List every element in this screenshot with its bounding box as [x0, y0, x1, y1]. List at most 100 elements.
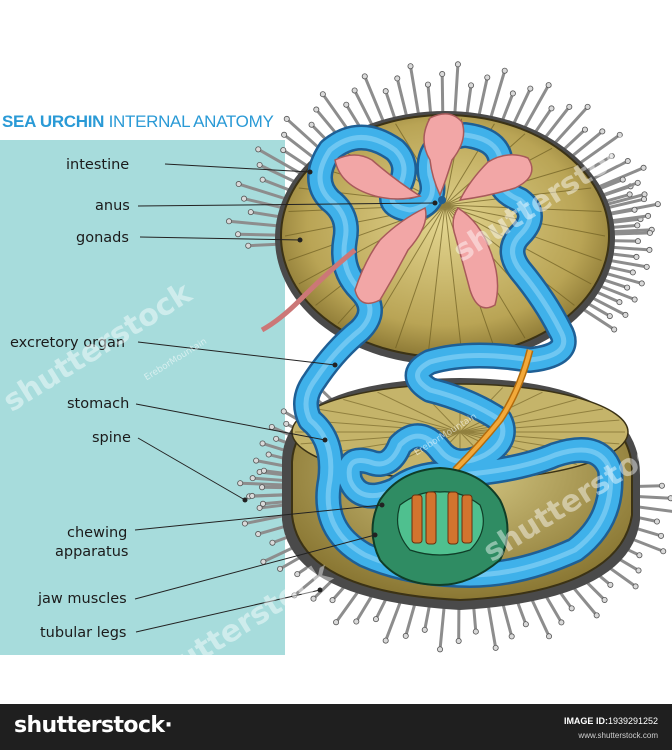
diagram-stage: SEA URCHIN INTERNAL ANATOMY intestine an… [0, 61, 672, 655]
spine-tip [607, 581, 614, 588]
spine-tip [468, 82, 475, 89]
spine-tip [641, 191, 648, 198]
spine-tip [634, 179, 641, 186]
spine-tip [226, 218, 233, 225]
spine-tip [256, 161, 263, 168]
spine-tip [361, 73, 368, 80]
spine-tip [260, 558, 267, 565]
label-gonads: gonads [76, 230, 129, 246]
spine-tip [522, 621, 529, 628]
spine-tip [280, 408, 287, 415]
spine-tip [343, 101, 350, 108]
spine-tip [259, 176, 266, 183]
spine-tip [329, 597, 336, 604]
footer-site[interactable]: www.shutterstock.com [578, 731, 658, 740]
spine-tip [241, 195, 248, 202]
label-tubular-legs: tubular legs [40, 625, 127, 641]
image-id: IMAGE ID:1939291252 [564, 715, 658, 727]
brand-text: shutterstock [14, 713, 165, 738]
image-id-value: 1939291252 [607, 716, 658, 726]
spine-tip [454, 61, 461, 68]
spine-tip [616, 131, 623, 138]
spine-tip [484, 74, 491, 81]
spine-tip [492, 644, 499, 651]
spine-tip [260, 467, 267, 474]
spine-tip [235, 231, 242, 238]
spine-tip [611, 326, 618, 333]
spine-tip [235, 181, 242, 188]
spine-tip [645, 212, 652, 219]
title-bold: SEA URCHIN [2, 112, 105, 131]
spine-tip [546, 633, 553, 640]
spine-tip [256, 504, 263, 511]
spine-tip [667, 495, 672, 502]
spine-tip [308, 121, 315, 128]
spine-tip [281, 131, 288, 138]
spine-tip [632, 583, 639, 590]
spine-tip [616, 299, 623, 306]
spine-tip [351, 87, 358, 94]
spine-tip [259, 440, 266, 447]
spine-tip [247, 209, 254, 216]
spine-tip [599, 128, 606, 135]
label-anus: anus [95, 198, 130, 214]
spine-tip [245, 242, 252, 249]
spine-tip [333, 619, 340, 626]
spine-tip [310, 595, 317, 602]
spine-tip [638, 280, 645, 287]
spine-tip [472, 628, 479, 635]
spine-tip [601, 596, 608, 603]
spine-tip [394, 75, 401, 82]
spine-tip [402, 632, 409, 639]
anus-mark [438, 196, 446, 204]
title-rest: INTERNAL ANATOMY [104, 112, 274, 131]
spine-tip [548, 105, 555, 112]
label-intestine: intestine [66, 157, 130, 173]
spine-tip [501, 67, 508, 74]
spine-tip [631, 296, 638, 303]
spine-tip [624, 284, 631, 291]
footer-brand[interactable]: shutterstock· [14, 713, 173, 738]
spine-tip [313, 106, 320, 113]
spine-tip [353, 618, 360, 625]
spine-tip [382, 637, 389, 644]
spine-tip [237, 480, 244, 487]
spine-tip [646, 246, 653, 253]
spine-tip [283, 420, 290, 427]
spine-tip [640, 164, 647, 171]
spine-tip [584, 103, 591, 110]
spine-tip [273, 435, 280, 442]
spine-tip [382, 88, 389, 95]
image-id-label: IMAGE ID: [563, 716, 608, 726]
label-apparatus: apparatus [55, 544, 129, 560]
spine-tip [646, 229, 653, 236]
spine-tip [643, 263, 650, 270]
label-excretory-organ: excretory organ [10, 335, 126, 351]
spine-tip [253, 457, 260, 464]
spine-tip [622, 311, 629, 318]
spine-tip [636, 552, 643, 559]
spine-tip [255, 146, 262, 153]
label-jaw-muscles: jaw muscles [38, 591, 127, 607]
spine-tip [624, 158, 631, 165]
spine-tip [658, 532, 665, 539]
spine-tip [319, 91, 326, 98]
label-spine: spine [92, 430, 131, 446]
sea-urchin-illustration [134, 61, 672, 653]
spine-tip [545, 82, 552, 89]
spine-tip [421, 626, 428, 633]
spine-tip [372, 616, 379, 623]
spine-tip [626, 191, 633, 198]
spine-tip [268, 423, 275, 430]
spine-tip [619, 176, 626, 183]
spine-tip [634, 222, 641, 229]
label-stomach: stomach [67, 396, 130, 412]
spine-tip [241, 520, 248, 527]
spine-tip [631, 206, 638, 213]
diagram-title: SEA URCHIN INTERNAL ANATOMY [2, 112, 274, 132]
spine-tip [455, 637, 462, 644]
spine-tip [255, 531, 262, 538]
spine-tip [265, 451, 272, 458]
spine-tip [277, 565, 284, 572]
spine-tip [527, 85, 534, 92]
